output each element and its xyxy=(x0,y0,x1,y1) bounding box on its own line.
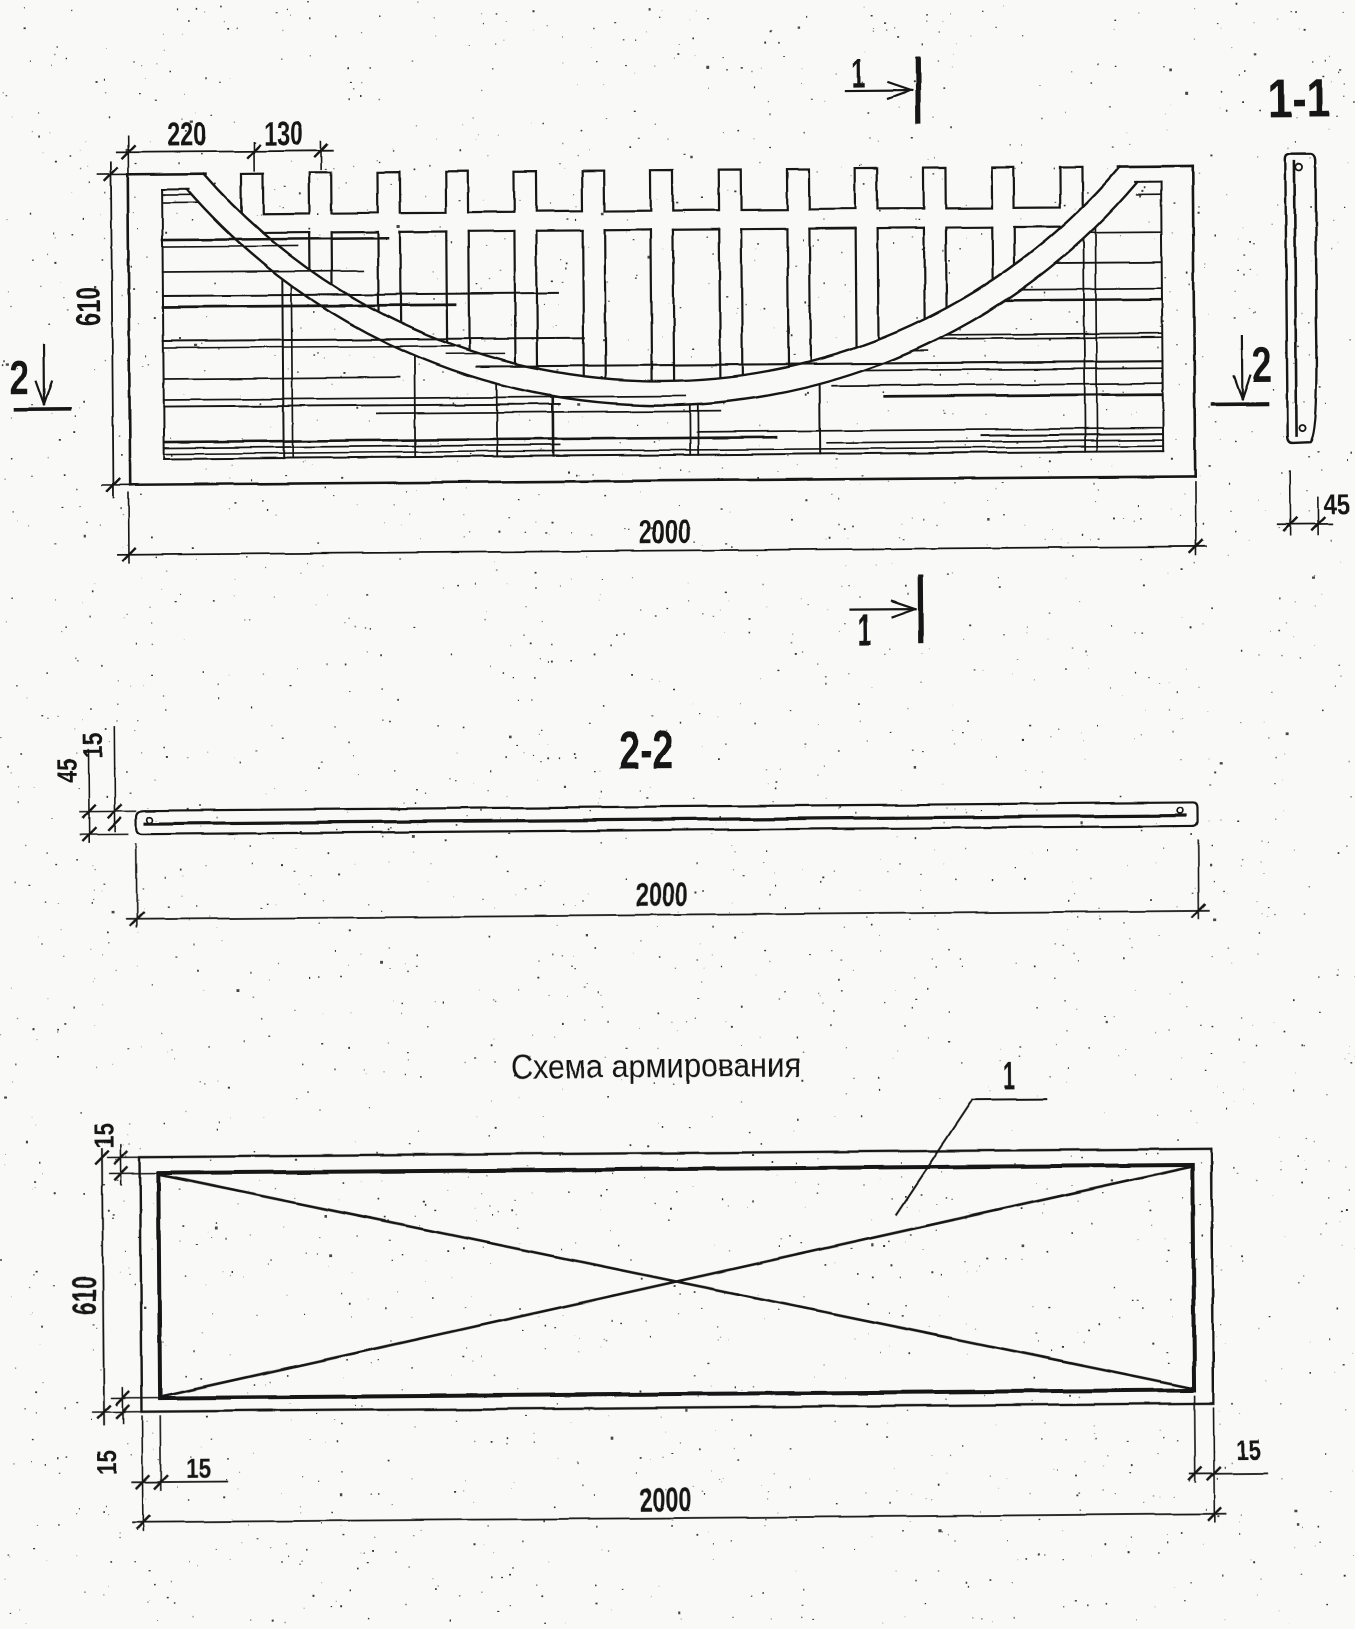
dim-15-bar-label: 15 xyxy=(77,733,108,758)
dim-2000-elev-label: 2000 xyxy=(639,513,691,551)
dim-45-bar-label: 45 xyxy=(52,758,83,783)
label-1-1: 1-1 xyxy=(1268,69,1330,129)
dim-2000-bar-label: 2000 xyxy=(636,876,688,914)
dim-15-top-label: 15 xyxy=(88,1123,119,1148)
dim-15-right-label: 15 xyxy=(1236,1434,1261,1465)
section2-right-label: 2 xyxy=(1252,336,1272,393)
label-2-2: 2-2 xyxy=(619,720,673,780)
dim-220-label: 220 xyxy=(167,116,206,154)
reinforcement-title: Схема армирования xyxy=(511,1046,801,1085)
dim-610-reinf-label: 610 xyxy=(66,1276,104,1315)
dim-610-label: 610 xyxy=(70,287,108,326)
dim-15-bottomleft-label: 15 xyxy=(91,1450,122,1475)
section2-left-label: 2 xyxy=(9,352,28,405)
dim-15-left-label: 15 xyxy=(186,1453,211,1484)
callout-1-label: 1 xyxy=(1003,1054,1015,1098)
dim-45-label: 45 xyxy=(1323,489,1349,520)
dim-2000-reinf-label: 2000 xyxy=(639,1481,691,1519)
dim-130-label: 130 xyxy=(264,115,303,153)
section1-bottom-label: 1 xyxy=(857,603,871,655)
section1-top-label: 1 xyxy=(852,50,865,98)
